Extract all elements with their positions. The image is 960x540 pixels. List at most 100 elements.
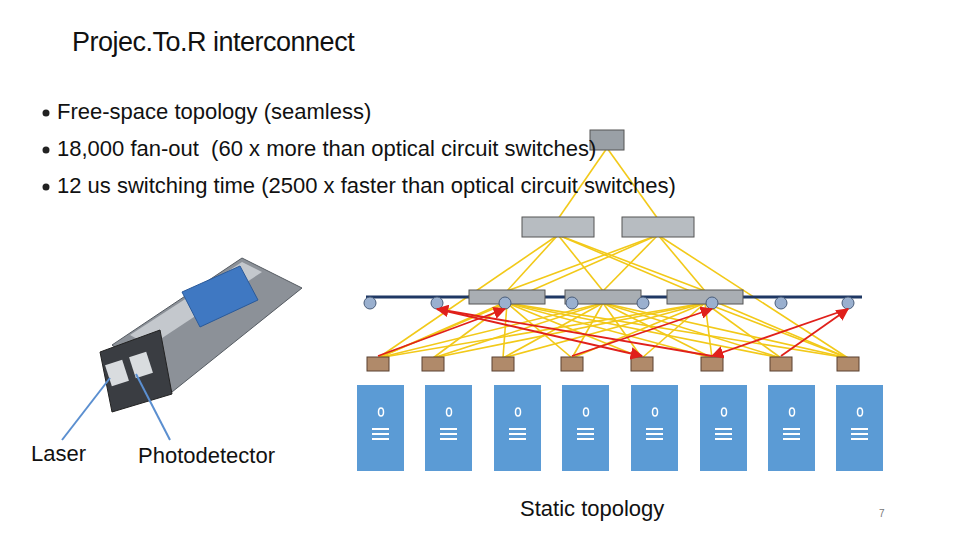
server-rack [562, 385, 609, 471]
aggregation-switch [667, 290, 743, 304]
page-number: 7 [879, 508, 885, 520]
rack-slot [646, 433, 663, 435]
rack-body [631, 385, 678, 471]
rack-slot [372, 428, 389, 430]
network-link [603, 303, 781, 358]
rack-slot [783, 428, 800, 430]
tor-switch [561, 357, 583, 371]
leader-line [136, 374, 170, 440]
network-link [572, 303, 603, 358]
free-space-link [437, 309, 642, 356]
mirror [364, 297, 376, 309]
rack-slot [851, 438, 868, 440]
rack-slot [783, 438, 800, 440]
leader-line [62, 378, 110, 440]
rack-light [584, 408, 589, 416]
rack-slot [577, 433, 594, 435]
rack-slot [509, 438, 526, 440]
network-link [433, 303, 603, 358]
bullet-dot [43, 110, 50, 117]
tor-switch [492, 357, 514, 371]
network-link [558, 235, 705, 291]
mirror [775, 297, 787, 309]
rack-body [700, 385, 747, 471]
mirror [706, 297, 718, 309]
rack-slot [715, 438, 732, 440]
server-rack [768, 385, 815, 471]
rack-light [722, 408, 727, 416]
rack-slot [509, 433, 526, 435]
network-link [507, 235, 658, 291]
rack-body [494, 385, 541, 471]
rack-slot [440, 438, 457, 440]
rack-slot [646, 438, 663, 440]
rack-light [653, 408, 658, 416]
rack-body [768, 385, 815, 471]
rack-slot [715, 428, 732, 430]
tor-switch [631, 357, 653, 371]
transceiver-label [182, 266, 258, 327]
tor-switch [367, 357, 389, 371]
rack-slot [783, 433, 800, 435]
rack-light [858, 408, 863, 416]
rack-slot [715, 433, 732, 435]
rack-slot [577, 438, 594, 440]
tor-switch [701, 357, 723, 371]
part-label: Laser [31, 441, 86, 467]
rack-slot [509, 428, 526, 430]
free-space-link [437, 309, 712, 356]
network-link [507, 303, 781, 358]
rack-light [790, 408, 795, 416]
transceiver-front [100, 330, 172, 412]
network-link [603, 235, 658, 291]
slide-title: Projec.To.R interconnect [72, 26, 354, 58]
server-rack [494, 385, 541, 471]
rack-light [379, 408, 384, 416]
rack-light [516, 408, 521, 416]
network-link [705, 303, 781, 358]
photodetector-port [129, 352, 153, 378]
network-link [658, 235, 705, 291]
server-rack [836, 385, 883, 471]
rack-slot [372, 438, 389, 440]
mirror [637, 297, 649, 309]
rack-body [836, 385, 883, 471]
server-rack [357, 385, 404, 471]
topology-caption: Static topology [520, 496, 664, 522]
tor-switch [770, 357, 792, 371]
network-link [433, 303, 705, 358]
rack-slot [577, 428, 594, 430]
rack-body [357, 385, 404, 471]
server-rack [631, 385, 678, 471]
aggregation-switch [622, 217, 694, 237]
mirror [566, 297, 578, 309]
aggregation-switch [522, 217, 594, 237]
rack-slot [646, 428, 663, 430]
rack-slot [851, 433, 868, 435]
laser-port [105, 360, 129, 386]
free-space-link [781, 309, 848, 356]
bullet-dot [43, 184, 50, 191]
tor-switch [837, 357, 859, 371]
tor-switch [422, 357, 444, 371]
rack-slot [851, 428, 868, 430]
free-space-link [378, 309, 505, 356]
bullet-text: 12 us switching time (2500 x faster than… [57, 173, 676, 199]
transceiver-body [112, 258, 302, 392]
mirror [431, 297, 443, 309]
bullet-dot [43, 147, 50, 154]
rack-body [425, 385, 472, 471]
free-space-link [572, 309, 712, 356]
server-rack [700, 385, 747, 471]
bullet-text: 18,000 fan-out (60 x more than optical c… [57, 136, 596, 162]
mirror [842, 297, 854, 309]
rack-body [562, 385, 609, 471]
rack-slot [372, 433, 389, 435]
server-rack [425, 385, 472, 471]
network-link [378, 303, 705, 358]
rack-slot [440, 433, 457, 435]
network-link [503, 303, 507, 358]
rack-slot [440, 428, 457, 430]
bullet-text: Free-space topology (seamless) [57, 99, 371, 125]
